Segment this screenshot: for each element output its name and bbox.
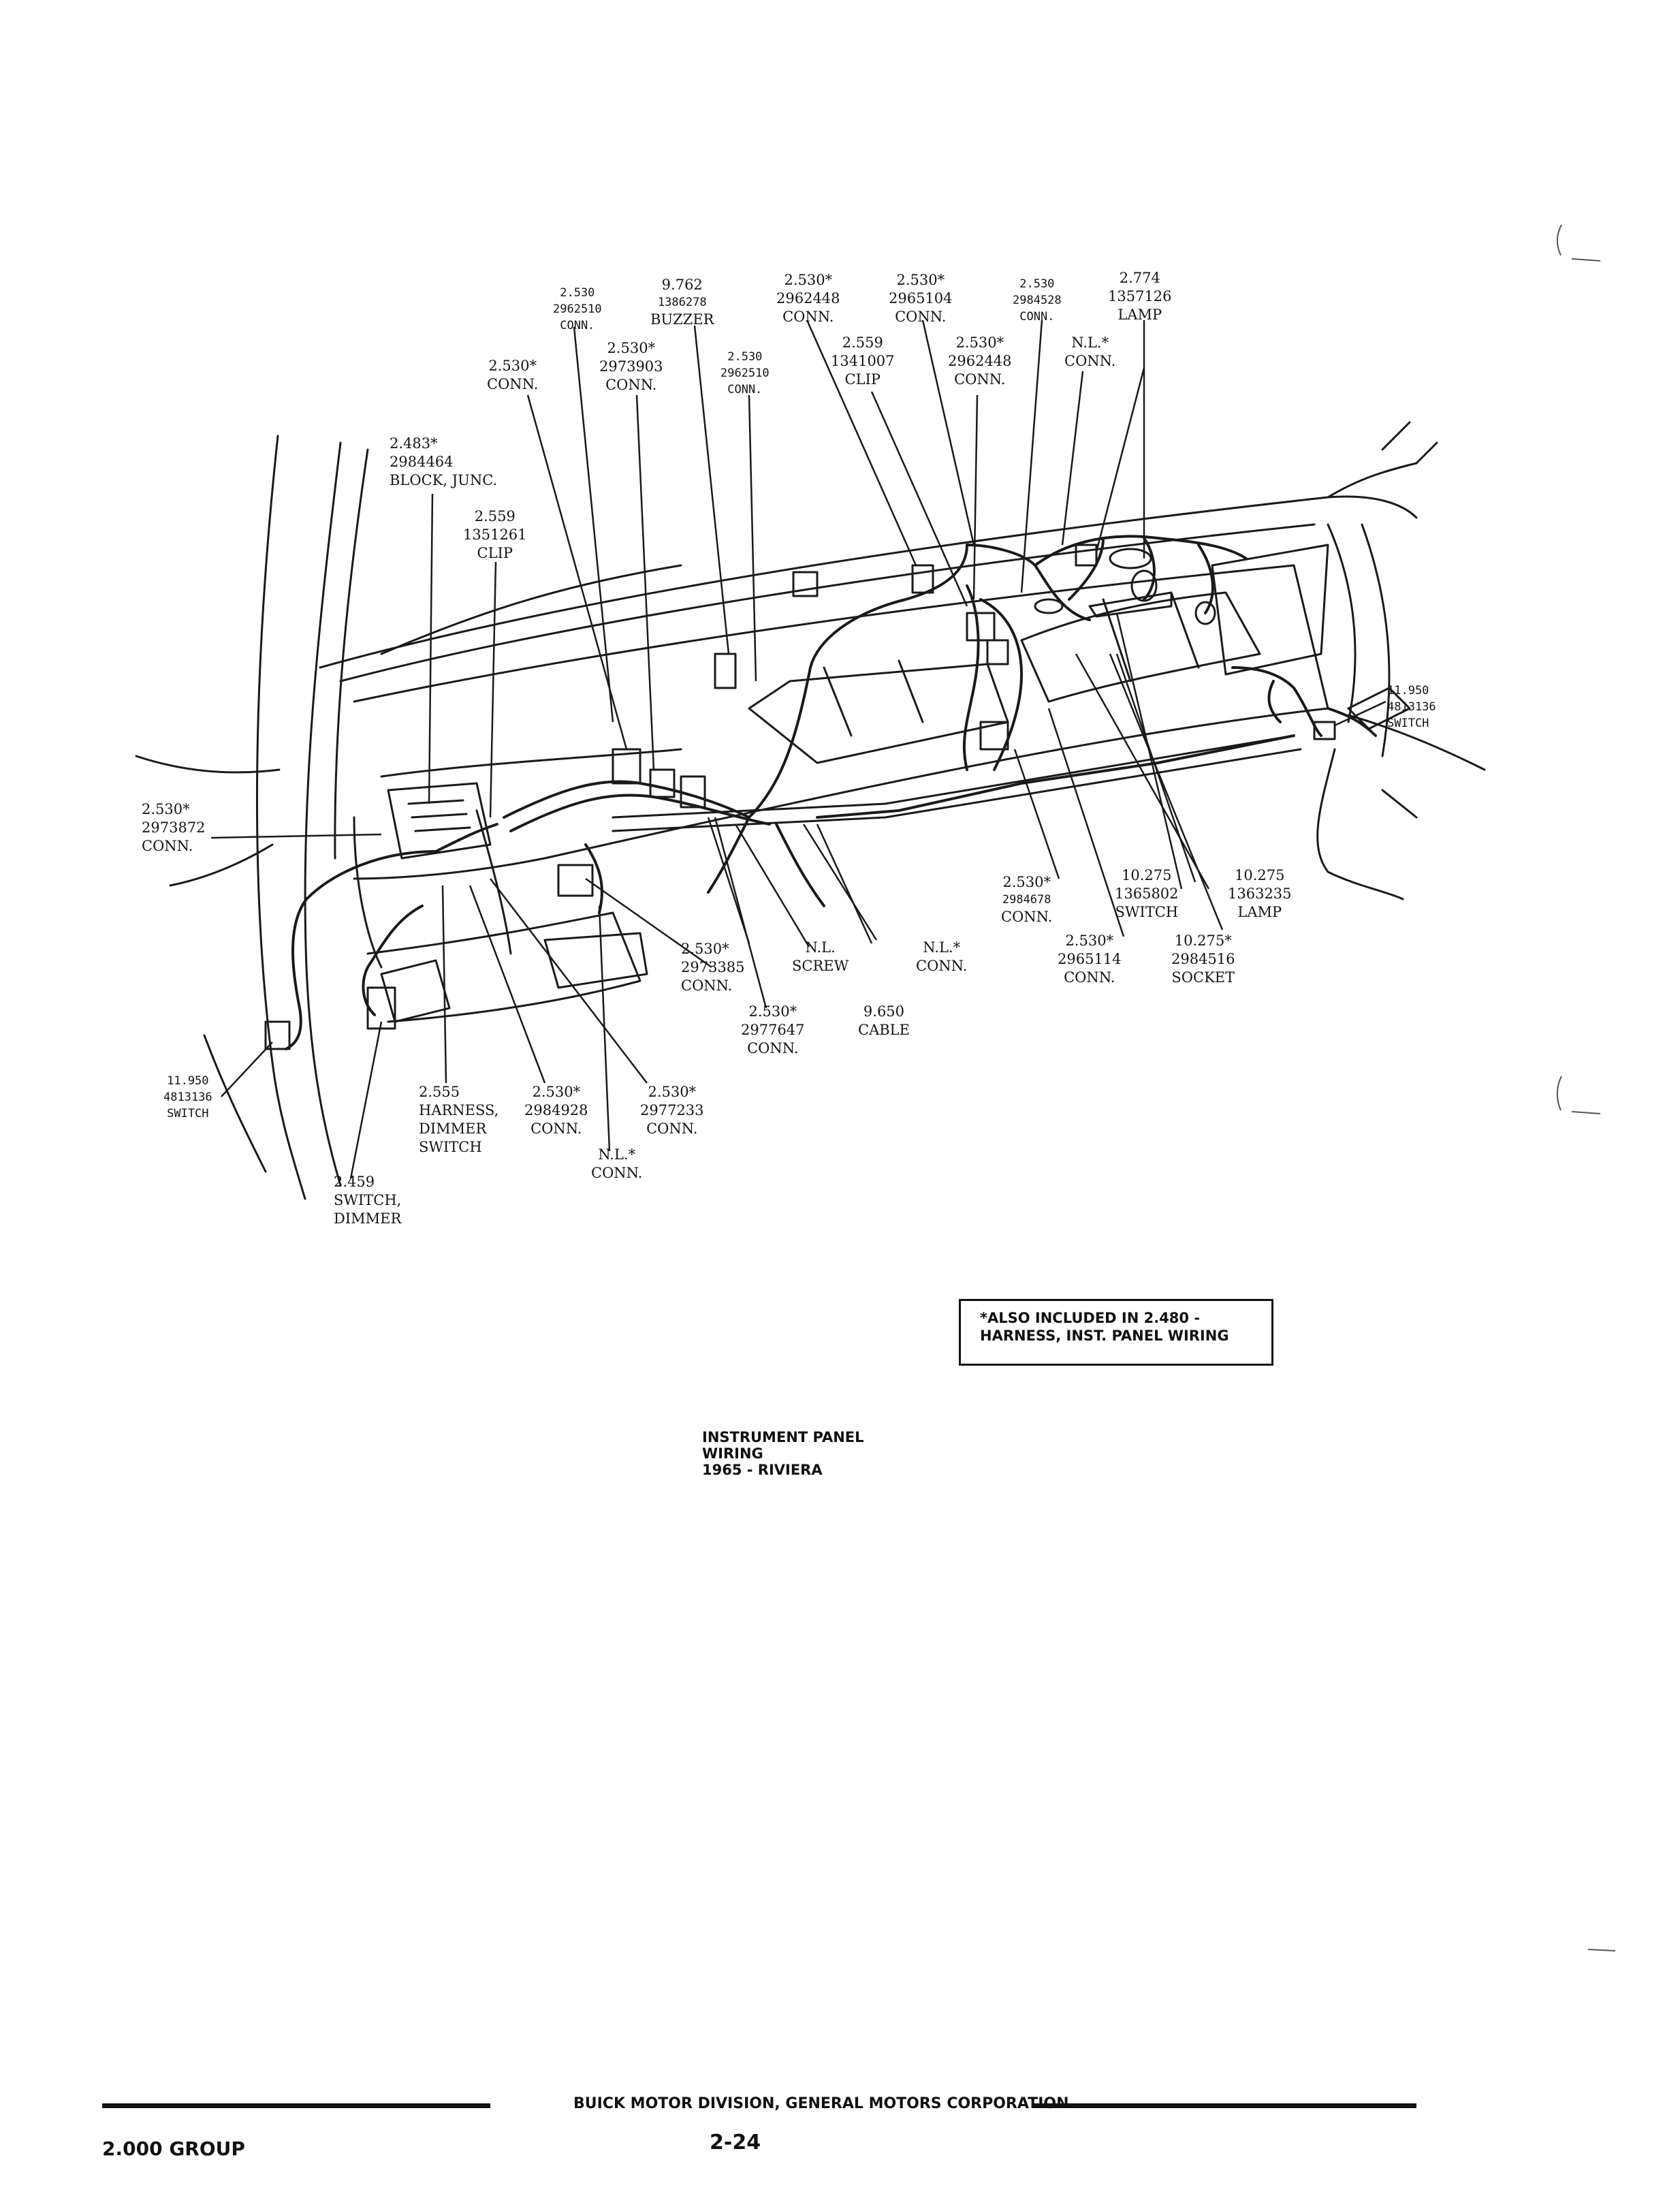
note-line-2: HARNESS, INST. PANEL WIRING — [980, 1328, 1229, 1344]
footer-page-number: 2-24 — [710, 2131, 761, 2154]
footer-corporation: BUICK MOTOR DIVISION, GENERAL MOTORS COR… — [573, 2095, 1069, 2112]
callout-nl-screw: N.L.SCREW — [792, 939, 849, 974]
dash-face — [353, 564, 1329, 880]
footer-group: 2.000 GROUP — [102, 2137, 245, 2160]
figure-caption: INSTRUMENT PANEL WIRING 1965 - RIVIERA — [702, 1429, 864, 1478]
callout-nl-conn-mid: N.L.*CONN. — [916, 939, 968, 974]
note-box: *ALSO INCLUDED IN 2.480 - HARNESS, INST.… — [959, 1299, 1273, 1366]
callout-nl-conn-top: N.L.*CONN. — [1064, 334, 1116, 369]
dash-top-edge — [319, 495, 1418, 669]
footer-rule-left — [102, 2103, 490, 2108]
footer-rule-right — [1032, 2103, 1416, 2108]
note-line-1: *ALSO INCLUDED IN 2.480 - — [980, 1310, 1201, 1326]
callout-nl-conn-bottom: N.L.*CONN. — [591, 1146, 643, 1181]
a-pillar-outline — [255, 435, 306, 1200]
caption-line-2: WIRING — [702, 1445, 763, 1462]
callout-2530-conn-left: 2.530*CONN. — [487, 358, 539, 392]
caption-line-1: INSTRUMENT PANEL — [702, 1429, 864, 1445]
caption-line-3: 1965 - RIVIERA — [702, 1462, 823, 1478]
